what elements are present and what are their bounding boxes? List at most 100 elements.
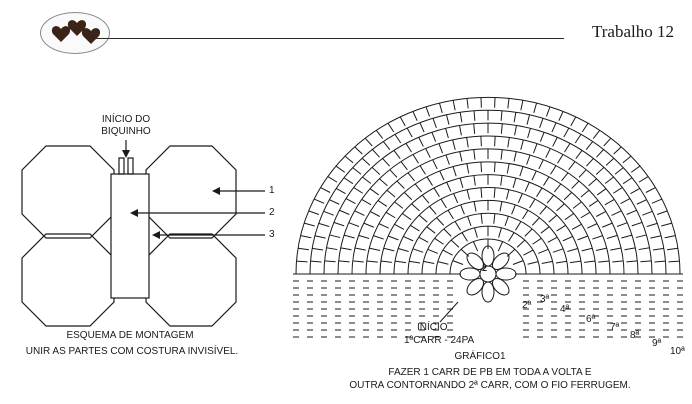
stitch-mark: [467, 216, 472, 227]
stitch-mark: [372, 149, 380, 158]
stitch-mark: [445, 114, 450, 125]
stitch-mark: [515, 221, 522, 231]
stitch-mark: [320, 187, 331, 193]
stitch-mark: [382, 158, 391, 167]
stitch-mark: [520, 100, 524, 111]
stitch-mark: [500, 149, 503, 160]
flower-petal: [491, 277, 510, 296]
stitch-mark: [380, 260, 392, 263]
stitch-mark: [514, 125, 517, 136]
stitch-mark: [425, 148, 431, 158]
stitch-mark: [459, 151, 463, 162]
stitch-mark: [558, 111, 564, 121]
stitch-mark: [304, 222, 315, 227]
stitch-mark: [353, 187, 363, 194]
stitch-mark: [638, 176, 649, 183]
stitch-mark: [432, 118, 437, 129]
stitch-mark: [426, 226, 436, 234]
stitch-mark: [616, 222, 628, 227]
stitch-mark: [414, 183, 423, 193]
stitch-mark: [409, 260, 421, 264]
stitch-mark: [329, 199, 340, 205]
round-arc: [295, 96, 681, 275]
stitch-mark: [604, 176, 614, 184]
stitch-mark: [326, 247, 338, 251]
header-divider: [96, 38, 564, 39]
stitch-mark: [667, 247, 679, 251]
stitch-mark: [466, 137, 469, 148]
stitch-mark: [512, 177, 517, 188]
callout-3: 3: [269, 229, 275, 240]
stitch-mark: [529, 198, 536, 209]
stitch-mark: [527, 261, 539, 265]
round-label-2: 2ª: [522, 300, 532, 311]
stitch-mark: [403, 192, 413, 201]
stitch-mark: [447, 209, 454, 220]
stitch-mark: [418, 236, 429, 243]
stitch-mark: [645, 187, 656, 193]
stitch-mark: [388, 235, 399, 241]
stitch-mark: [577, 235, 588, 241]
stitch-mark: [473, 175, 476, 186]
octagon-bottom-left: [21, 233, 115, 327]
round-label-9: 9ª: [652, 338, 662, 349]
stitch-mark: [531, 170, 537, 181]
stitch-mark: [556, 224, 566, 232]
stitch-mark: [369, 188, 380, 196]
stitch-mark: [612, 260, 624, 263]
stitch-mark: [450, 239, 460, 248]
stitch-mark: [369, 247, 381, 251]
hearts-logo: [40, 12, 110, 54]
stitch-mark: [624, 247, 636, 251]
stitch-mark: [452, 100, 456, 111]
stitch-mark: [394, 134, 402, 144]
flower-petal: [466, 252, 485, 271]
flower-petal: [459, 267, 481, 281]
stitch-mark: [379, 178, 388, 187]
stitch-mark: [603, 137, 612, 147]
assembly-instruction: UNIR AS PARTES COM COSTURA INVISÍVEL.: [25, 346, 239, 357]
stitch-mark: [571, 180, 580, 189]
stitch-mark: [473, 123, 476, 134]
stitch-mark: [438, 102, 443, 114]
stitch-mark: [314, 235, 326, 239]
stitch-mark: [527, 128, 531, 139]
stitch-mark: [403, 236, 414, 242]
stitch-mark: [588, 178, 597, 187]
round-label-6: 6ª: [586, 314, 596, 325]
stitch-mark: [507, 137, 510, 148]
strip-tab-left: [118, 157, 125, 175]
stitch-mark: [598, 260, 610, 263]
stitch-mark: [439, 170, 445, 181]
round-label-3: 3ª: [540, 294, 550, 305]
stitch-mark: [354, 247, 366, 251]
stitch-mark: [433, 187, 440, 197]
stitch-mark: [442, 249, 453, 256]
stitch-mark: [512, 260, 524, 265]
stitch-mark: [540, 226, 550, 234]
stitch-mark: [596, 149, 604, 158]
stitch-mark: [564, 213, 574, 221]
stitch-mark: [383, 247, 395, 252]
stitch-mark: [362, 176, 372, 184]
stitch-mark: [592, 130, 601, 139]
stitch-mark: [421, 194, 430, 204]
round-label-8: 8ª: [630, 330, 640, 341]
round-arc: [379, 174, 597, 275]
stitch-mark: [396, 180, 405, 189]
stitch-mark: [640, 260, 652, 263]
stitch-mark: [664, 235, 676, 239]
start-label-1: INÍCIO DO: [101, 114, 151, 125]
stitch-mark: [656, 210, 668, 215]
stitch-mark: [548, 214, 558, 223]
stitch-mark: [348, 222, 360, 227]
stitch-mark: [561, 172, 569, 182]
stitch-mark: [546, 194, 555, 204]
stitch-mark: [622, 155, 632, 164]
stitch-mark: [394, 201, 404, 209]
stitch-mark: [419, 165, 426, 175]
stitch-mark: [651, 198, 663, 204]
callout-2: 2: [269, 207, 275, 218]
stitch-mark: [407, 172, 415, 182]
